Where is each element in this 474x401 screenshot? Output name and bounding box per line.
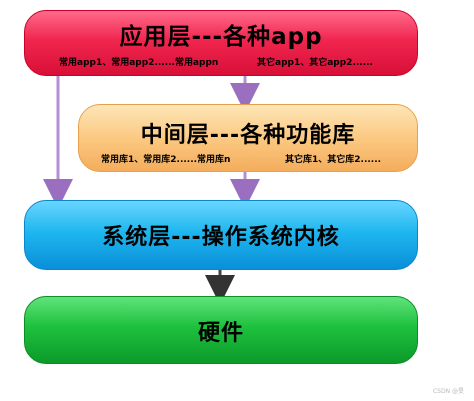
application-layer-common-apps: 常用app1、常用app2......常用appn xyxy=(59,58,219,68)
hardware-layer: 硬件 xyxy=(24,296,418,364)
middleware-layer-common-libs: 常用库1、常用库2......常用库n xyxy=(101,155,231,165)
hardware-layer-title: 硬件 xyxy=(197,321,244,346)
application-layer: 应用层---各种app 常用app1、常用app2......常用appn 其它… xyxy=(24,10,418,76)
application-layer-other-apps: 其它app1、其它app2...... xyxy=(257,58,373,68)
watermark: CSDN @旻 xyxy=(432,388,464,395)
system-layer-title: 系统层---操作系统内核 xyxy=(102,225,340,250)
application-layer-title: 应用层---各种app xyxy=(119,24,323,50)
middleware-layer-title: 中间层---各种功能库 xyxy=(140,123,356,148)
middleware-layer: 中间层---各种功能库 常用库1、常用库2......常用库n 其它库1、其它库… xyxy=(78,104,418,172)
middleware-layer-other-libs: 其它库1、其它库2...... xyxy=(285,155,382,165)
system-layer: 系统层---操作系统内核 xyxy=(24,200,418,270)
